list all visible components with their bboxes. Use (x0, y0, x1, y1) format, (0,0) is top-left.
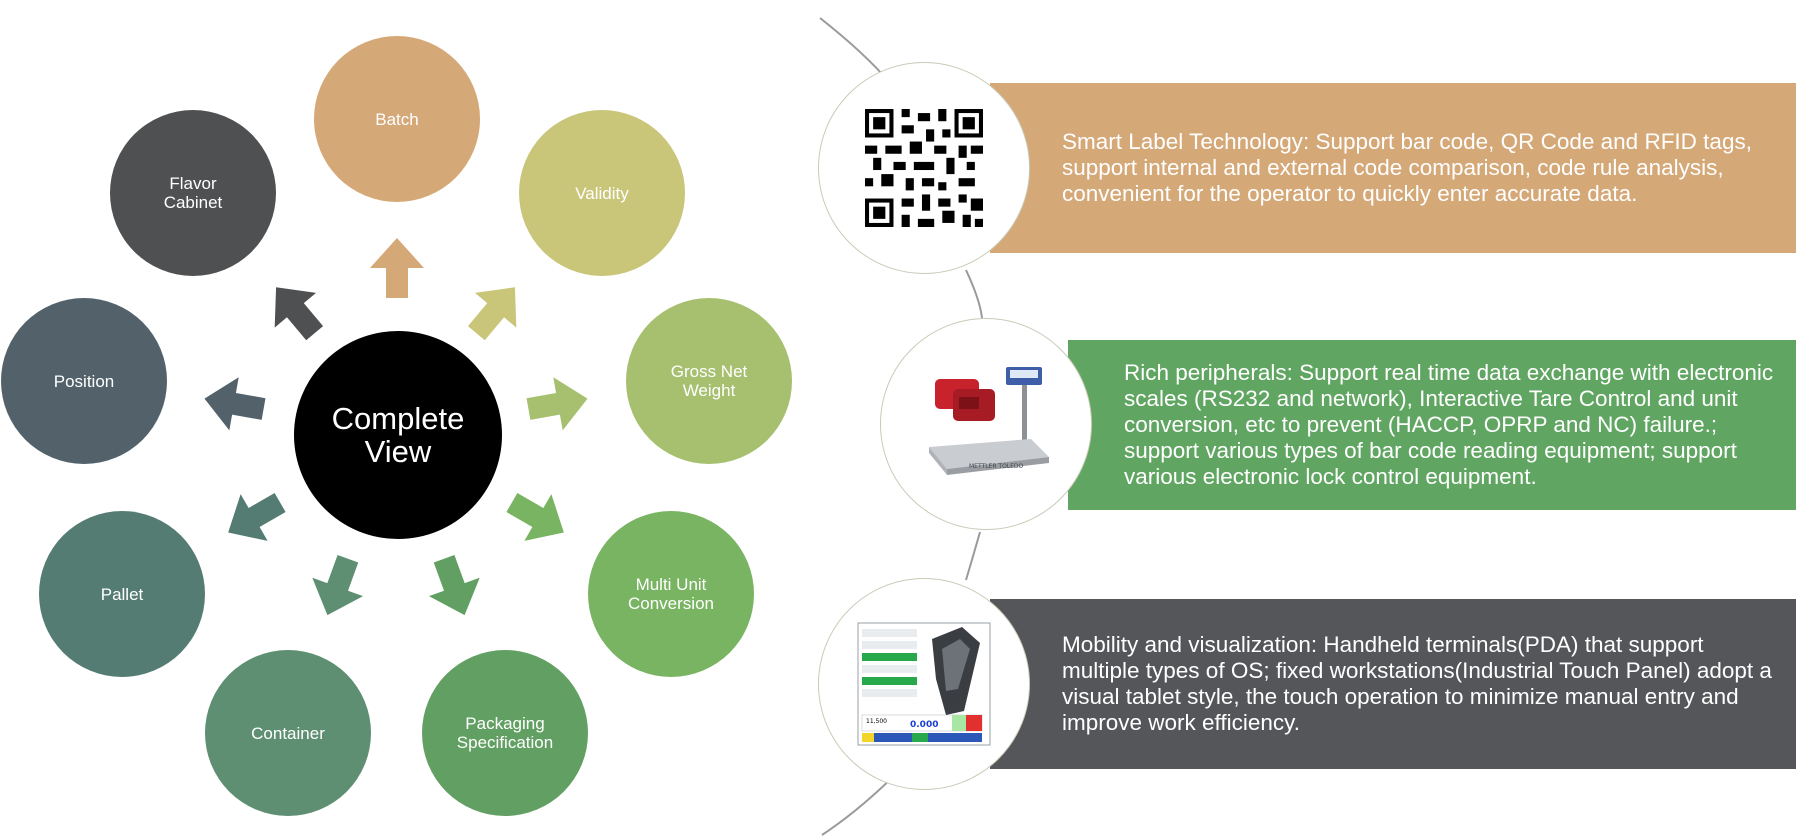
terminal-weight-left: 11,500 (866, 718, 887, 725)
electronic-scale-icon: METTLER TOLEDO (929, 367, 1049, 475)
arrow-polygon (274, 287, 324, 341)
arrow-shape (526, 377, 588, 431)
node-label: Validity (575, 183, 629, 203)
qr-code-icon (865, 109, 983, 227)
node-pallet: Pallet (39, 511, 205, 677)
arrow-to-flavor-cabinet (261, 276, 331, 346)
center-node-complete-view: Complete View (294, 331, 502, 539)
arrow-to-validity (460, 276, 530, 346)
node-label: Packaging Specification (456, 714, 554, 752)
node-container: Container (205, 650, 371, 816)
feature-band-mobility: Mobility and visualization: Handheld ter… (990, 599, 1796, 769)
arrow-to-packaging-specification (419, 551, 489, 621)
arrow-to-pallet (220, 482, 290, 552)
arrow-polygon (228, 492, 286, 541)
node-batch: Batch (314, 36, 480, 202)
node-position: Position (1, 298, 167, 464)
arrow-polygon (370, 238, 424, 298)
feature-band-smart-label: Smart Label Technology: Support bar code… (990, 83, 1796, 253)
arrow-shape (228, 492, 286, 541)
node-label: Multi Unit Conversion (628, 575, 714, 613)
feature-text: Mobility and visualization: Handheld ter… (1062, 632, 1772, 735)
node-label: Container (251, 723, 325, 743)
arrow-to-multi-unit-conversion (502, 482, 572, 552)
node-label: Gross Net Weight (670, 362, 748, 400)
arrow-polygon (204, 377, 266, 431)
arrow-polygon (312, 554, 364, 616)
node-flavor-cabinet: Flavor Cabinet (110, 110, 276, 276)
arrow-polygon (526, 377, 588, 431)
arrow-shape (370, 238, 424, 298)
arrow-shape (467, 287, 517, 341)
feature-text: Rich peripherals: Support real time data… (1124, 360, 1774, 489)
arrow-shape (312, 554, 364, 616)
node-label: Position (53, 371, 115, 391)
arrow-polygon (506, 492, 564, 541)
feature-image-peripherals: METTLER TOLEDO (880, 318, 1092, 530)
feature-text: Smart Label Technology: Support bar code… (1062, 129, 1752, 206)
arrow-shape (274, 287, 324, 341)
arrow-to-batch (362, 234, 432, 304)
node-validity: Validity (519, 110, 685, 276)
node-packaging-specification: Packaging Specification (422, 650, 588, 816)
feature-image-mobility: 11,500 0.000 (818, 578, 1030, 790)
arrow-to-position (200, 369, 270, 439)
arrow-to-gross-net-weight (522, 369, 592, 439)
node-gross-net-weight: Gross Net Weight (626, 298, 792, 464)
scale-brand-text: METTLER TOLEDO (969, 463, 1024, 470)
node-label: Flavor Cabinet (163, 174, 223, 212)
arrow-shape (506, 492, 564, 541)
node-multi-unit-conversion: Multi Unit Conversion (588, 511, 754, 677)
arrow-shape (428, 554, 480, 616)
arrow-polygon (428, 554, 480, 616)
terminal-weight-main: 0.000 (910, 720, 938, 730)
arrow-to-container (303, 551, 373, 621)
center-label: Complete View (331, 401, 465, 469)
arrow-polygon (467, 287, 517, 341)
handheld-terminal-icon: 11,500 0.000 (857, 622, 991, 746)
node-label: Batch (375, 109, 419, 129)
node-label: Pallet (100, 584, 144, 604)
feature-image-smart-label (818, 62, 1030, 274)
feature-band-peripherals: Rich peripherals: Support real time data… (1068, 340, 1796, 510)
arrow-shape (204, 377, 266, 431)
